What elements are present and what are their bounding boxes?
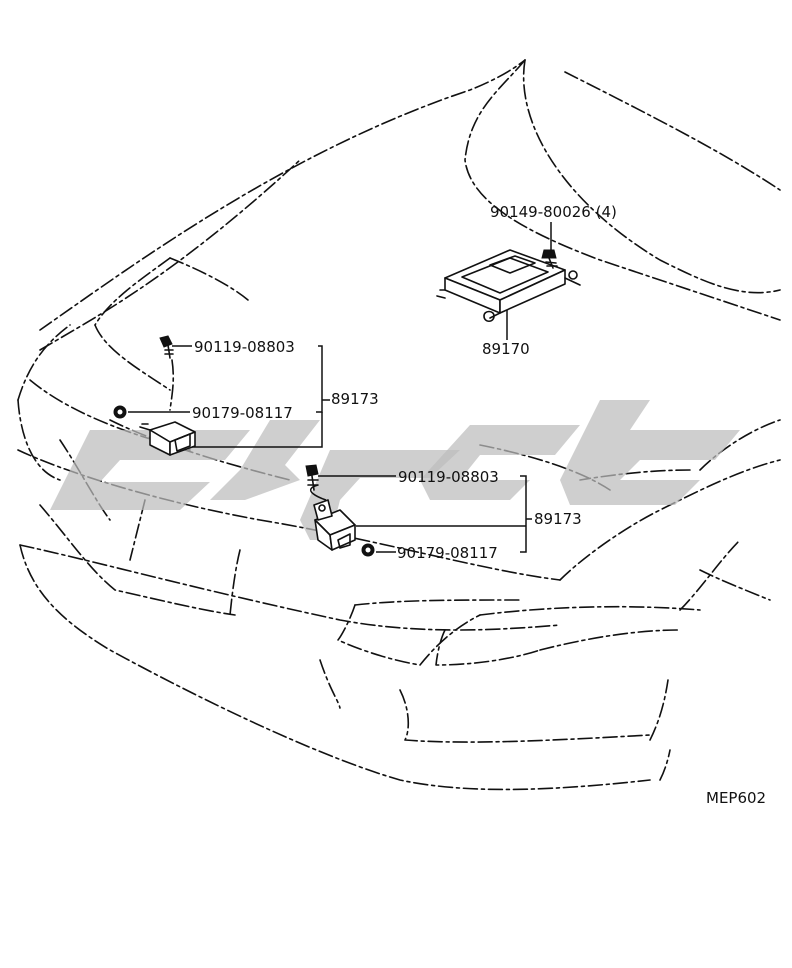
sensor-right-89173[interactable] bbox=[313, 499, 356, 551]
watermark bbox=[50, 400, 740, 540]
callout-nut-right: 90179-08117 bbox=[397, 544, 498, 562]
callout-bolt-left: 90119-08803 bbox=[194, 338, 295, 356]
left-bolt-axis bbox=[169, 359, 175, 411]
callout-nut-left: 90179-08117 bbox=[192, 404, 293, 422]
ecu-bolt-icon bbox=[541, 249, 558, 269]
leader-lines bbox=[128, 222, 552, 553]
ecu-module-89170[interactable] bbox=[436, 249, 581, 323]
callout-bolt-ecu: 90149-80026 (4) bbox=[490, 203, 617, 221]
callout-bolt-right: 90119-08803 bbox=[398, 468, 499, 486]
nut-right-icon bbox=[361, 543, 375, 557]
bolt-left-icon bbox=[159, 335, 174, 359]
sensor-left-89173[interactable] bbox=[139, 421, 196, 456]
diagram-code: MEP602 bbox=[706, 789, 766, 807]
callout-ecu-part: 89170 bbox=[482, 340, 530, 358]
callout-sensor-right: 89173 bbox=[534, 510, 582, 528]
callout-sensor-left: 89173 bbox=[331, 390, 379, 408]
nut-left-icon bbox=[113, 405, 127, 419]
car-body-outline bbox=[17, 59, 781, 791]
